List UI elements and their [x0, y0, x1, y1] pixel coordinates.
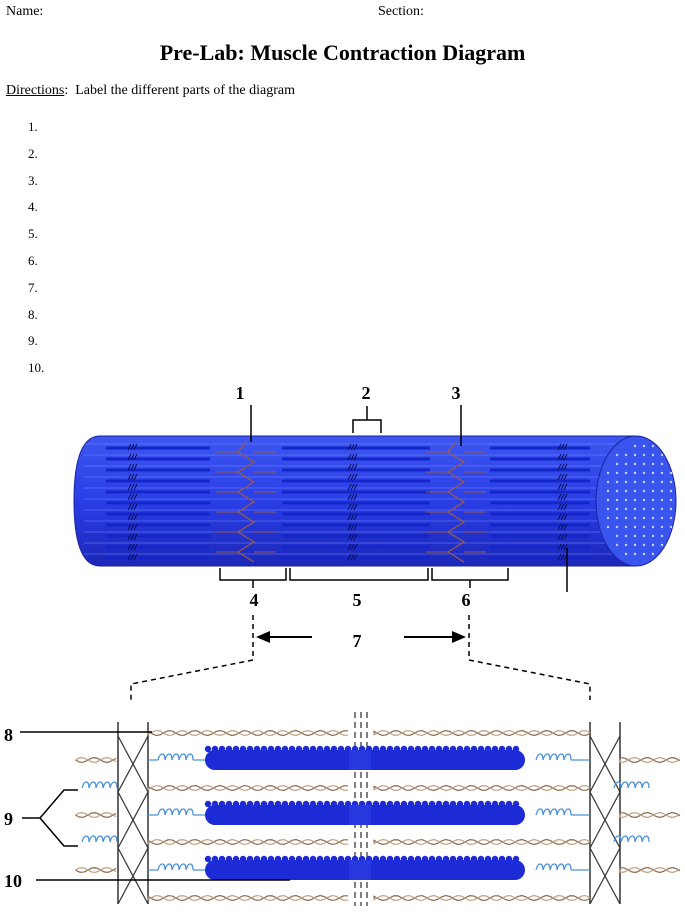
directions-label: Directions [6, 83, 64, 98]
diagram-label-9: 9 [4, 809, 13, 829]
page-title: Pre-Lab: Muscle Contraction Diagram [0, 40, 685, 66]
myofibril-cylinder [74, 436, 676, 566]
sarcomere-detail [76, 712, 680, 906]
directions: Directions: Label the different parts of… [6, 83, 295, 99]
diagram-label-1: 1 [236, 383, 245, 403]
diagram-label-6: 6 [462, 590, 471, 610]
diagram-label-10: 10 [4, 871, 22, 891]
answer-blank-8[interactable]: 8. [28, 305, 44, 332]
name-label: Name: [6, 4, 43, 20]
answer-blank-5[interactable]: 5. [28, 224, 44, 251]
answer-blank-4[interactable]: 4. [28, 197, 44, 224]
directions-text: Label the different parts of the diagram [75, 83, 295, 98]
diagram-label-5: 5 [353, 590, 362, 610]
answer-blank-9[interactable]: 9. [28, 331, 44, 358]
diagram-label-4: 4 [250, 590, 259, 610]
muscle-contraction-diagram: 1 2 3 4 5 6 7 8 9 10 [0, 375, 685, 912]
answer-blank-3[interactable]: 3. [28, 171, 44, 198]
diagram-label-8: 8 [4, 725, 13, 745]
answer-blank-6[interactable]: 6. [28, 251, 44, 278]
answer-blank-7[interactable]: 7. [28, 278, 44, 305]
section-label: Section: [378, 4, 424, 20]
diagram-label-2: 2 [362, 383, 371, 403]
diagram-label-3: 3 [452, 383, 461, 403]
diagram-label-7: 7 [353, 631, 362, 651]
answer-blank-1[interactable]: 1. [28, 117, 44, 144]
answer-blank-2[interactable]: 2. [28, 144, 44, 171]
answer-blank-list: 1. 2. 3. 4. 5. 6. 7. 8. 9. 10. [28, 117, 44, 385]
